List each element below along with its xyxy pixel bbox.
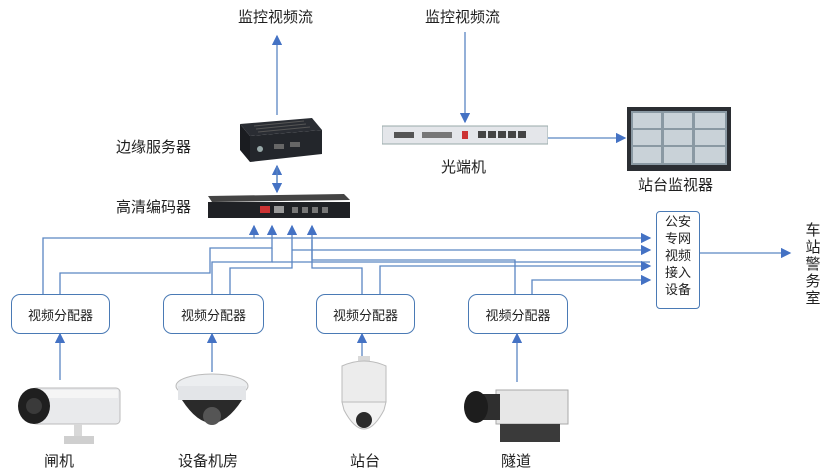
camera-label-tunnel: 隧道	[501, 452, 532, 470]
dome-camera-icon	[172, 372, 252, 444]
video-splitter-3: 视频分配器	[316, 294, 415, 334]
top-label-right: 监控视频流	[425, 8, 501, 26]
hd-encoder-device	[204, 192, 350, 220]
psb-line-1: 公安	[664, 215, 691, 230]
top-label-left: 监控视频流	[238, 8, 314, 26]
camera-label-gate: 闸机	[44, 452, 75, 470]
ptz-dome-camera-icon	[336, 356, 392, 446]
optical-terminal-label: 光端机	[441, 158, 487, 176]
psb-line-2: 专网	[664, 232, 691, 247]
video-splitter-4: 视频分配器	[468, 294, 568, 334]
optical-terminal-device	[381, 124, 549, 146]
video-splitter-1: 视频分配器	[11, 294, 110, 334]
edge-server-device	[230, 114, 324, 164]
box-camera-icon	[460, 384, 572, 448]
camera-label-equipment-room: 设备机房	[178, 452, 239, 470]
hd-encoder-label: 高清编码器	[116, 198, 192, 216]
bullet-camera-icon	[4, 382, 122, 448]
edge-server-label: 边缘服务器	[116, 138, 192, 156]
station-monitor-label: 站台监视器	[638, 176, 714, 194]
camera-label-platform: 站台	[350, 452, 381, 470]
police-room-label: 车站警务室	[805, 221, 821, 307]
video-splitter-2: 视频分配器	[163, 294, 264, 334]
psb-line-5: 设备	[664, 283, 691, 298]
psb-video-access-box: 公安 专网 视频 接入 设备	[656, 211, 700, 309]
psb-line-4: 接入	[664, 266, 691, 281]
psb-line-3: 视频	[664, 249, 691, 264]
station-monitor-device	[627, 107, 731, 171]
